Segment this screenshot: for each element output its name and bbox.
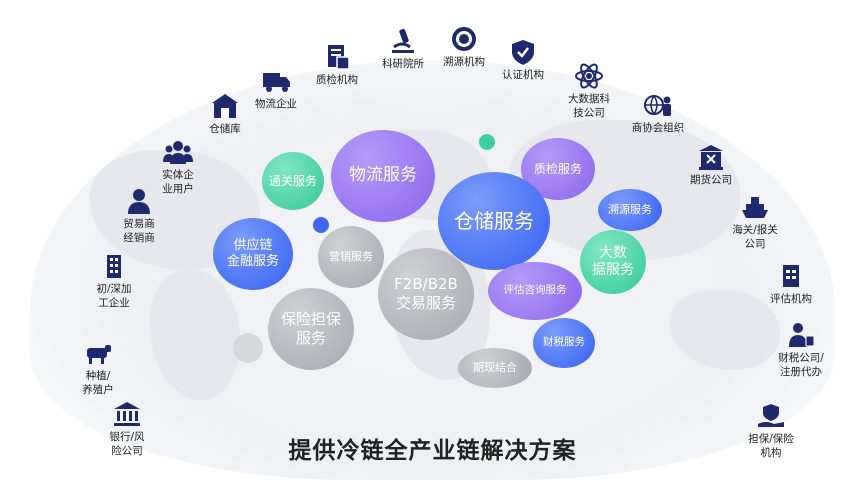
decor-dot-blue	[313, 217, 329, 233]
accounting-node: 财税公司/ 注册代办	[758, 321, 844, 379]
research-node: 科研院所	[360, 27, 446, 72]
logistics-node-label: 物流企业	[255, 98, 297, 110]
factory-icon	[107, 255, 121, 278]
farm-node: 种植/ 养殖户	[55, 339, 141, 397]
bubble-finance-service: 供应链 金融服务	[213, 218, 293, 290]
appraisal-node: 评估机构	[748, 262, 834, 307]
trader-node-label: 贸易商 经销商	[123, 218, 155, 244]
appraisal-node-label: 评估机构	[770, 293, 812, 305]
processing-node: 初/深加 工企业	[71, 252, 157, 310]
futures-node: 期货公司	[668, 143, 754, 188]
insurance-node: 担保/保险 机构	[728, 402, 814, 460]
cert-node-label: 认证机构	[502, 69, 544, 81]
association-node: 商协会组织	[615, 91, 701, 136]
farm-node-label: 种植/ 养殖户	[82, 370, 114, 396]
globe-person-icon	[644, 95, 671, 116]
microscope-icon	[392, 28, 414, 53]
tax-person-icon	[789, 323, 815, 347]
building-icon	[699, 145, 723, 170]
customs-node: 海关/报关 公司	[712, 193, 798, 251]
warehouse-node: 仓储库	[182, 92, 268, 137]
trader-node: 贸易商 经销商	[96, 187, 182, 245]
person-icon	[128, 189, 150, 214]
quality-node-label: 质检机构	[316, 74, 358, 86]
accounting-node-label: 财税公司/ 注册代办	[778, 352, 824, 378]
logistics-node: 物流企业	[233, 67, 319, 112]
ship-icon	[742, 197, 768, 218]
bubble-bigdata-service: 大数 据服务	[580, 230, 646, 294]
warehouse-icon	[212, 94, 238, 118]
bubble-consulting-service: 评估咨询服务	[488, 262, 582, 320]
document-icon	[328, 45, 350, 70]
shield-check-icon	[512, 40, 534, 65]
retail-node: 实体企 业用户	[135, 138, 221, 196]
decor-dot-gray	[233, 333, 263, 363]
bank-node-label: 银行/风 险公司	[109, 431, 145, 457]
bubble-customs-service: 通关服务	[262, 152, 324, 210]
decor-dot-teal	[479, 134, 495, 150]
bubble-insurance-service: 保险担保 服务	[268, 288, 354, 370]
bank-icon	[114, 402, 140, 426]
cert-node: 认证机构	[480, 38, 566, 83]
people-group-icon	[163, 141, 193, 164]
futures-node-label: 期货公司	[690, 174, 732, 186]
bubble-warehousing-service: 仓储服务	[438, 172, 550, 270]
bubble-futures-service: 期现结合	[458, 348, 532, 388]
trace-node: 溯源机构	[421, 25, 507, 70]
truck-icon	[263, 73, 290, 92]
bubble-trace-service: 溯源服务	[598, 189, 662, 231]
bubble-marketing-service: 营销服务	[318, 226, 384, 288]
atom-icon	[575, 63, 603, 89]
bubble-logistics-service: 物流服务	[331, 130, 435, 222]
cow-icon	[87, 345, 111, 364]
bigdata-node-label: 大数据科 技公司	[568, 93, 610, 119]
bubble-finance-tax-service: 财税服务	[533, 318, 595, 368]
insurance-node-label: 担保/保险 机构	[748, 433, 794, 459]
bigdata-node: 大数据科 技公司	[546, 62, 632, 120]
processing-node-label: 初/深加 工企业	[96, 283, 132, 309]
clipboard-icon	[783, 265, 799, 287]
bank-node: 银行/风 险公司	[84, 400, 170, 458]
warehouse-node-label: 仓储库	[209, 123, 241, 135]
customs-node-label: 海关/报关 公司	[732, 224, 778, 250]
research-node-label: 科研院所	[382, 58, 424, 70]
target-icon	[452, 27, 476, 51]
trace-node-label: 溯源机构	[443, 56, 485, 68]
bubble-trade-service: F2B/B2B 交易服务	[378, 248, 474, 340]
diagram-title: 提供冷链全产业链解决方案	[288, 438, 577, 464]
association-node-label: 商协会组织	[631, 122, 685, 134]
hand-shield-icon	[758, 404, 784, 427]
retail-node-label: 实体企 业用户	[162, 169, 194, 195]
quality-node: 质检机构	[294, 43, 380, 88]
